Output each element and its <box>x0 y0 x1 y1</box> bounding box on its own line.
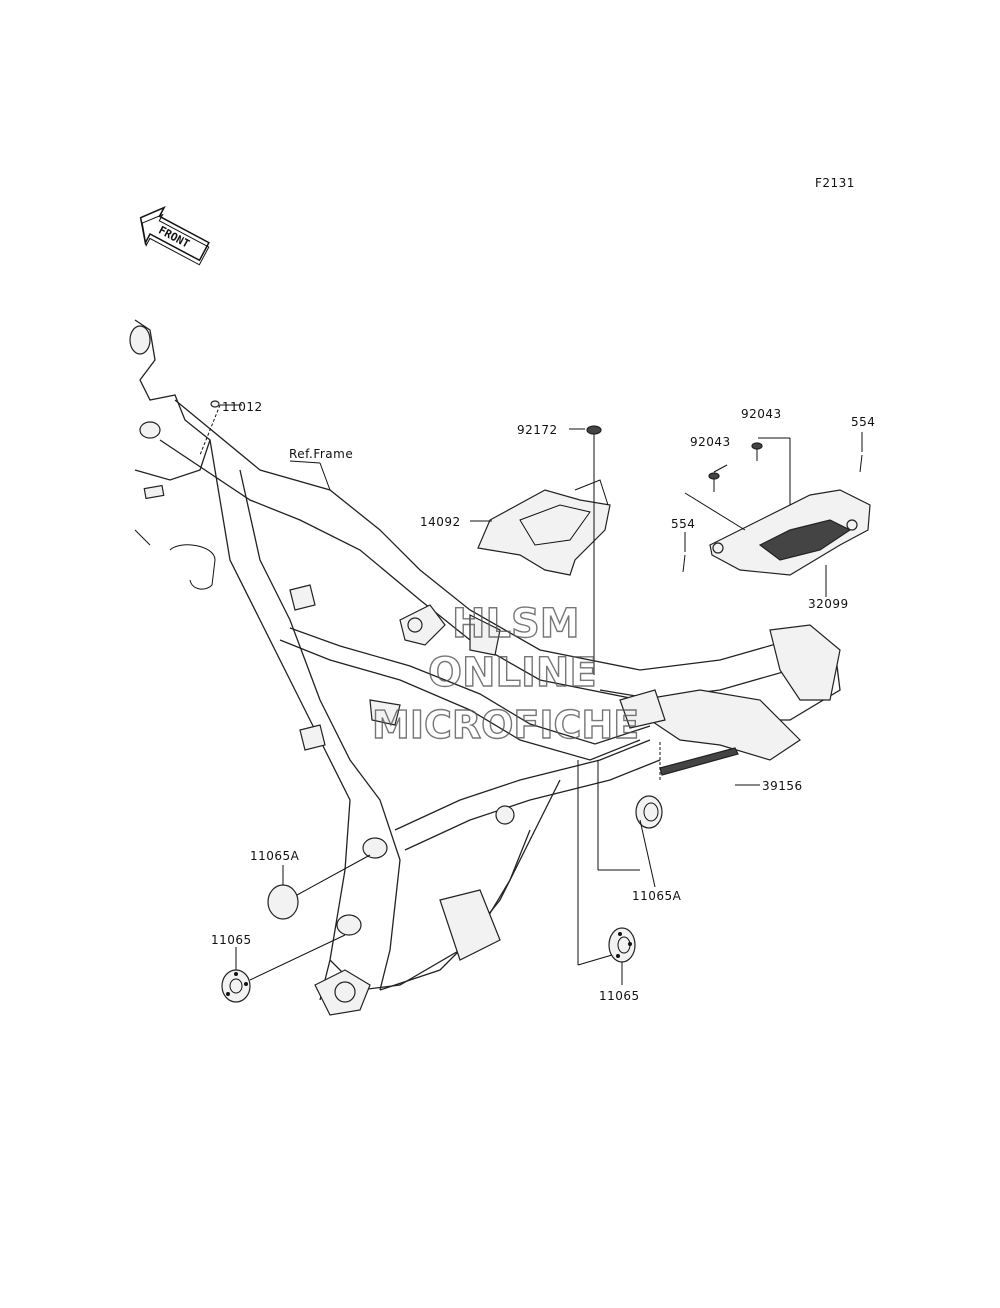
grommet-11065-right-icon <box>608 927 636 963</box>
label-32099: 32099 <box>808 597 849 611</box>
figure-code: F2131 <box>815 176 855 190</box>
ref-frame-label: Ref.Frame <box>289 447 353 461</box>
cap-11065a-left-icon <box>267 884 299 920</box>
pin-554-a-icon <box>859 454 863 473</box>
strip-39156-icon <box>659 747 739 776</box>
label-11065a-left: 11065A <box>250 849 300 863</box>
label-554-b: 554 <box>671 517 695 531</box>
label-14092: 14092 <box>420 515 461 529</box>
watermark-line-3: MICROFICHE <box>372 703 639 747</box>
pin-554-b-icon <box>682 554 686 573</box>
cap-11065a-right-icon <box>635 795 663 829</box>
motorcycle-frame <box>129 319 841 1016</box>
label-11065a-right: 11065A <box>632 889 682 903</box>
bolt-92043-a-icon <box>708 472 720 492</box>
label-39156: 39156 <box>762 779 803 793</box>
label-11065-right: 11065 <box>599 989 640 1003</box>
watermark-line-1: HLSM <box>452 601 580 647</box>
grommet-11065-left-icon <box>221 969 251 1003</box>
plug-11012-icon <box>210 400 220 408</box>
bolt-92172-icon <box>586 425 602 446</box>
battery-case-part <box>477 479 611 576</box>
leader-lines <box>199 404 863 985</box>
label-92043-a: 92043 <box>690 435 731 449</box>
label-11065-left: 11065 <box>211 933 252 947</box>
watermark: HLSM ONLINE MICROFICHE <box>371 600 640 747</box>
watermark-line-2: ONLINE <box>428 650 597 696</box>
label-554-a: 554 <box>851 415 875 429</box>
label-11012: 11012 <box>222 400 263 414</box>
label-92172: 92172 <box>517 423 558 437</box>
bolt-92043-b-icon <box>751 442 763 461</box>
label-92043-b: 92043 <box>741 407 782 421</box>
front-arrow-icon: FRONT <box>139 205 210 266</box>
